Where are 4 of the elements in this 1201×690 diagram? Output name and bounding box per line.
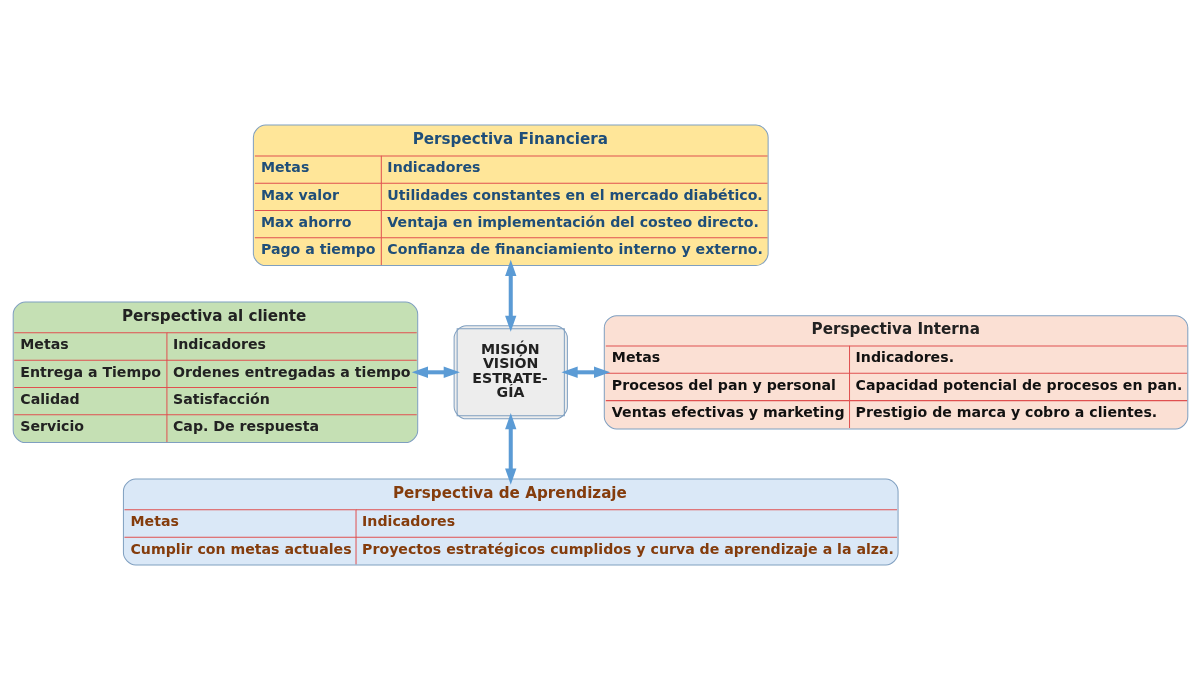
- arrow: [411, 366, 460, 378]
- arrow: [561, 366, 611, 378]
- arrow: [505, 413, 517, 485]
- arrow: [505, 259, 517, 332]
